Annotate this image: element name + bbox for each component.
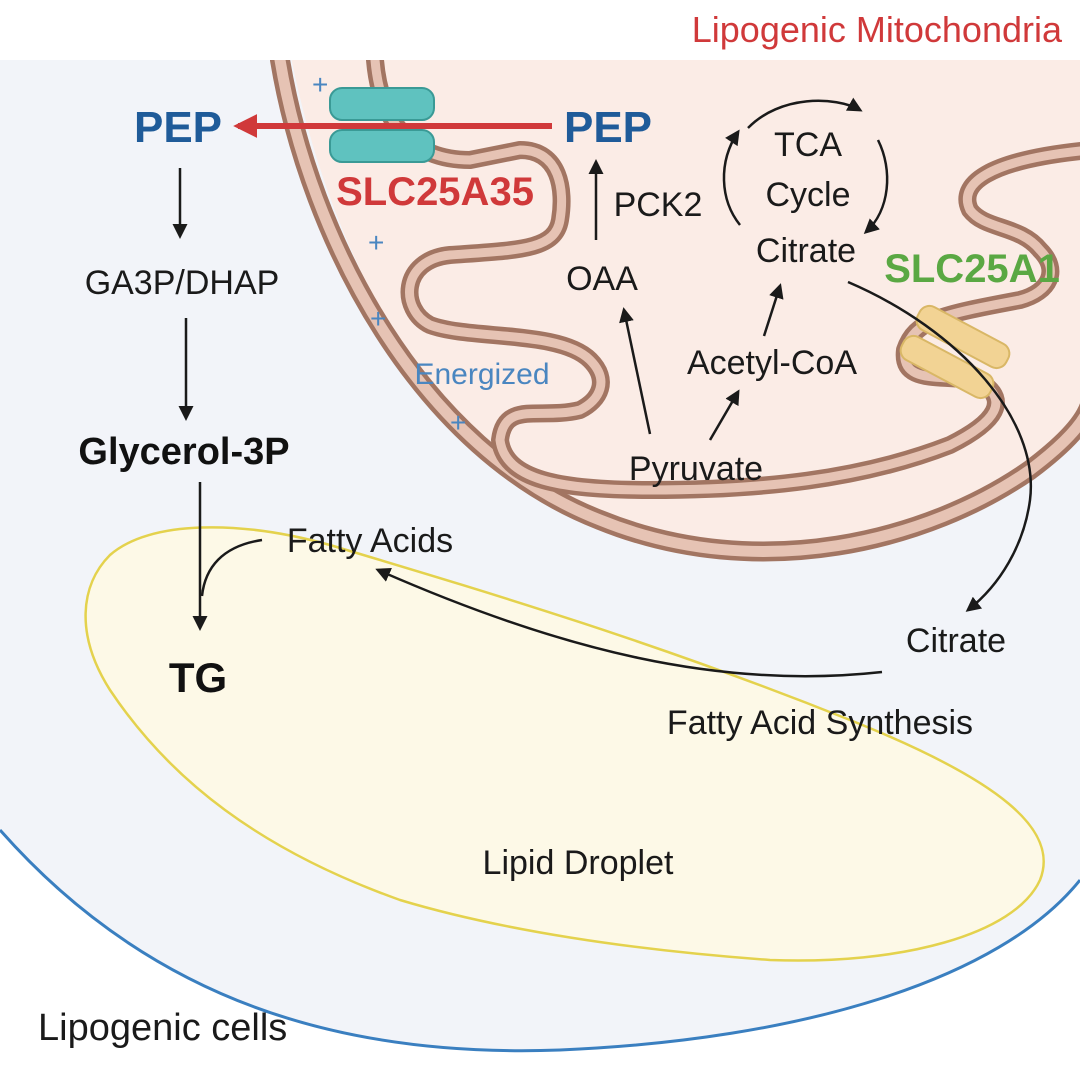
slc25a35-transporter xyxy=(329,87,435,163)
arrow-pyruvate-to-acetylcoa xyxy=(708,389,740,441)
ga3p-dhap: GA3P/DHAP xyxy=(85,264,280,302)
plus-sign: + xyxy=(450,407,466,438)
fatty-acids: Fatty Acids xyxy=(287,522,453,560)
lipid-droplet-label: Lipid Droplet xyxy=(483,844,674,882)
pck2-label: PCK2 xyxy=(614,186,703,224)
oaa: OAA xyxy=(566,260,638,298)
arrow-pyruvate-to-oaa xyxy=(619,307,652,435)
pyruvate: Pyruvate xyxy=(629,450,763,488)
tca-label-line2: Cycle xyxy=(765,176,850,214)
slc25a1-transporter xyxy=(899,304,1011,400)
cell-label: Lipogenic cells xyxy=(38,1007,287,1049)
arrow-fatty-acids-to-tg xyxy=(200,538,263,597)
membrane-potential: + + + + Energized xyxy=(312,69,550,438)
plus-sign: + xyxy=(370,303,386,334)
arrow-citrate-export xyxy=(847,280,1033,612)
acetyl-coa: Acetyl-CoA xyxy=(687,344,857,382)
pep-matrix: PEP xyxy=(564,103,652,152)
energized-label: Energized xyxy=(414,358,549,391)
tca-cycle xyxy=(722,97,889,235)
glycerol-3p: Glycerol-3P xyxy=(78,431,289,473)
plus-sign: + xyxy=(312,69,328,100)
arrow-citrate-to-fatty-acids xyxy=(375,567,883,678)
mitochondria-title: Lipogenic Mitochondria xyxy=(692,9,1063,50)
tca-label-line1: TCA xyxy=(774,126,842,164)
lipid-droplet xyxy=(84,526,1045,962)
slc25a1-label: SLC25A1 xyxy=(884,247,1060,291)
cell-membrane xyxy=(0,829,1080,1053)
fatty-acid-synthesis-label: Fatty Acid Synthesis xyxy=(667,704,973,742)
pep-cytosol: PEP xyxy=(134,103,222,152)
mitochondrion xyxy=(270,60,1080,562)
citrate-cytosol: Citrate xyxy=(906,622,1006,660)
tg: TG xyxy=(169,654,227,701)
slc25a35-label: SLC25A35 xyxy=(336,170,534,214)
citrate-matrix: Citrate xyxy=(756,232,856,270)
plus-sign: + xyxy=(368,227,384,258)
arrow-acetylcoa-to-citrate xyxy=(762,283,784,337)
